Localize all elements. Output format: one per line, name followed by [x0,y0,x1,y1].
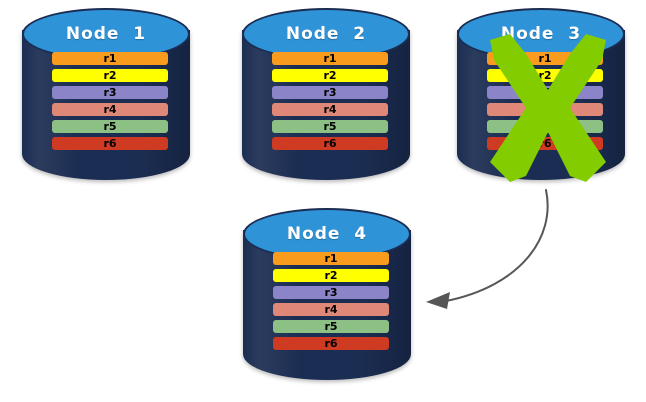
node-1-row-list: r1 r2 r3 r4 r5 r6 [52,52,168,150]
node-3-row-list: r1 r2 r3 r4 r5 r6 [487,52,603,150]
row-r2[interactable]: r2 [273,269,389,282]
node-cylinder-node-1[interactable]: Node 1 r1 r2 r3 r4 r5 r6 [22,8,190,194]
row-r3[interactable]: r3 [273,286,389,299]
row-r4[interactable]: r4 [52,103,168,116]
row-r3[interactable]: r3 [52,86,168,99]
row-r2[interactable]: r2 [52,69,168,82]
row-r1[interactable]: r1 [52,52,168,65]
node-4-top-disc: Node 4 [243,208,411,260]
row-r5[interactable]: r5 [272,120,388,133]
node-4-label: Node 4 [286,224,368,244]
row-r4[interactable]: r4 [272,103,388,116]
node-cylinder-node-2[interactable]: Node 2 r1 r2 r3 r4 r5 r6 [242,8,410,194]
row-r1[interactable]: r1 [272,52,388,65]
node-cylinder-node-3[interactable]: Node 3 r1 r2 r3 r4 r5 r6 [457,8,625,194]
node-cylinder-node-4[interactable]: Node 4 r1 r2 r3 r4 r5 r6 [243,208,411,394]
row-r5[interactable]: r5 [273,320,389,333]
row-r5[interactable]: r5 [487,120,603,133]
row-r6[interactable]: r6 [487,137,603,150]
row-r2[interactable]: r2 [272,69,388,82]
row-r1[interactable]: r1 [273,252,389,265]
row-r5[interactable]: r5 [52,120,168,133]
row-r3[interactable]: r3 [272,86,388,99]
row-r1[interactable]: r1 [487,52,603,65]
node-4-row-list: r1 r2 r3 r4 r5 r6 [273,252,389,350]
row-r3[interactable]: r3 [487,86,603,99]
row-r2[interactable]: r2 [487,69,603,82]
row-r4[interactable]: r4 [487,103,603,116]
node-3-label: Node 3 [500,24,582,44]
row-r4[interactable]: r4 [273,303,389,316]
node-2-top-disc: Node 2 [242,8,410,60]
row-r6[interactable]: r6 [273,337,389,350]
node-2-label: Node 2 [285,24,367,44]
node-2-row-list: r1 r2 r3 r4 r5 r6 [272,52,388,150]
row-r6[interactable]: r6 [52,137,168,150]
row-r6[interactable]: r6 [272,137,388,150]
node-1-label: Node 1 [65,24,147,44]
